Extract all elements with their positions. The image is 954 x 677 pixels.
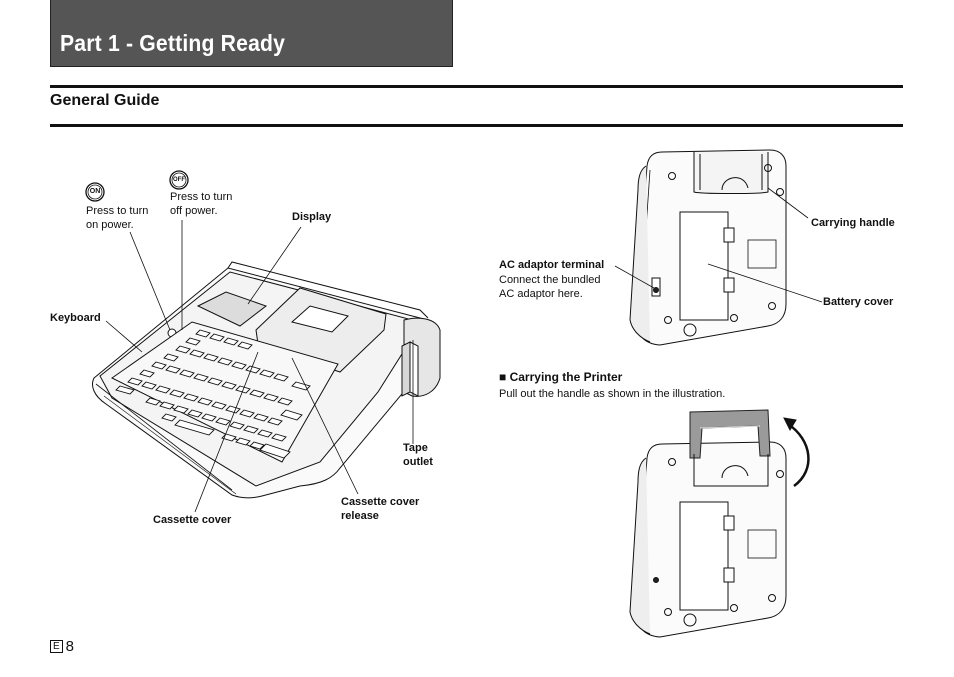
- language-badge: E: [50, 640, 63, 653]
- section-rule: [50, 124, 903, 127]
- page-title: Part 1 - Getting Ready: [60, 30, 286, 56]
- square-bullet-icon: ■: [499, 370, 507, 384]
- cassette-cover-label: Cassette cover: [153, 514, 232, 526]
- top-rule: [50, 85, 903, 88]
- printer-back-illustration: [629, 149, 787, 346]
- label-printer-illustration: [92, 261, 441, 499]
- display-label: Display: [292, 211, 332, 223]
- ac-adaptor-terminal-label: AC adaptor terminal: [499, 259, 605, 271]
- on-power-text: Press to turn on power.: [86, 205, 149, 231]
- cassette-cover-release-label: Cassette cover release: [341, 496, 420, 522]
- tape-outlet-label: Tape outlet: [403, 442, 433, 468]
- carrying-handle-label: Carrying handle: [811, 217, 895, 229]
- battery-cover-label: Battery cover: [823, 296, 894, 308]
- carrying-heading-text: Carrying the Printer: [509, 370, 623, 384]
- keyboard-label: Keyboard: [50, 312, 101, 324]
- carrying-heading: ■ Carrying the Printer: [499, 370, 622, 384]
- carrying-illustration: [629, 409, 810, 638]
- off-key-label: OFF: [173, 177, 185, 183]
- carrying-text: Pull out the handle as shown in the illu…: [499, 388, 726, 400]
- section-title: General Guide: [50, 92, 160, 109]
- on-key-label: ON: [89, 188, 101, 195]
- page-number-value: 8: [65, 638, 75, 655]
- ac-adaptor-text: Connect the bundled AC adaptor here.: [499, 274, 601, 300]
- off-power-text: Press to turn off power.: [170, 191, 233, 217]
- part-header: Part 1 - Getting Ready: [50, 0, 453, 67]
